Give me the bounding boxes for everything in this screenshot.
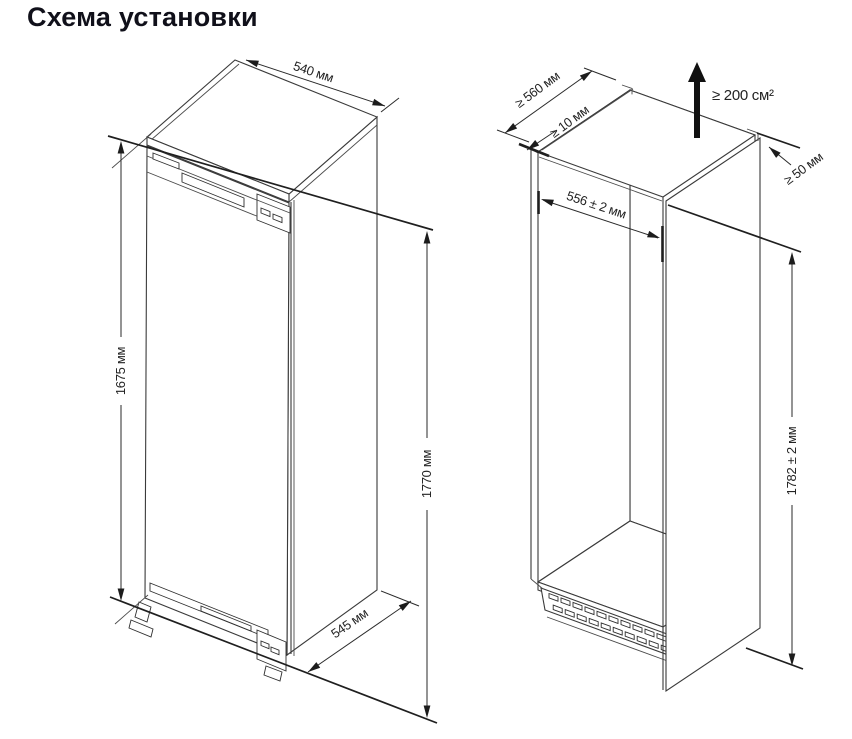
unit-side-face bbox=[286, 115, 378, 657]
grille-slot bbox=[572, 601, 583, 611]
grille-slot bbox=[600, 622, 611, 632]
bottom-hinge-detail bbox=[256, 629, 287, 682]
ventilation-arrow-icon bbox=[688, 62, 706, 138]
grille-slot bbox=[612, 626, 623, 636]
floor-reference-line bbox=[109, 596, 438, 724]
left-foot bbox=[128, 601, 154, 638]
dim-overall-height: 1770 мм bbox=[417, 231, 434, 718]
grille-slot bbox=[648, 640, 659, 650]
door-display-recess bbox=[181, 172, 245, 208]
dim-door-height: 1675 мм bbox=[111, 141, 128, 601]
door-top-vent bbox=[152, 152, 180, 170]
niche-right-panel bbox=[665, 136, 761, 693]
grille-slot bbox=[624, 631, 635, 641]
top-reference-line bbox=[107, 135, 434, 231]
rear-wall-reference-line bbox=[756, 132, 801, 149]
ventilation-grille bbox=[540, 587, 674, 664]
grille-slot bbox=[588, 617, 599, 627]
grille-slot bbox=[644, 628, 655, 638]
grille-slot bbox=[608, 615, 619, 625]
grille-slot bbox=[552, 604, 563, 614]
grille-slot bbox=[632, 624, 643, 633]
grille-slot bbox=[548, 592, 559, 602]
dim-rear-clearance: ≥ 50 мм bbox=[766, 144, 826, 188]
vent-area-label: ≥ 200 см² bbox=[712, 87, 774, 104]
grille-slot bbox=[560, 597, 571, 607]
page-title: Схема установки bbox=[27, 2, 258, 32]
unit-drawing: 540 мм 1675 мм 1770 мм bbox=[107, 56, 438, 724]
dim-door-height-label: 1675 мм bbox=[113, 346, 128, 395]
dim-inner-height: 1782 ± 2 мм bbox=[667, 204, 804, 670]
dim-rear-clearance-label: ≥ 50 мм bbox=[781, 149, 826, 188]
grille-slot bbox=[576, 613, 587, 623]
dim-overall-height-label: 1770 мм bbox=[419, 449, 434, 498]
unit-door-face bbox=[144, 145, 290, 656]
grille-slot bbox=[564, 608, 575, 618]
grille-slot bbox=[636, 635, 647, 645]
grille-slot bbox=[584, 606, 595, 616]
ventilation-airflow: ≥ 200 см² bbox=[688, 62, 774, 138]
dim-inner-height-label: 1782 ± 2 мм bbox=[784, 426, 799, 495]
dim-top-width-label: 540 мм bbox=[291, 58, 335, 85]
grille-slot bbox=[596, 610, 607, 620]
grille-slot bbox=[620, 619, 631, 629]
dim-niche-depth-label: ≥ 560 мм bbox=[512, 68, 563, 111]
niche-drawing: ≥ 200 см² ≥ 560 мм ≥ 10 мм bbox=[496, 62, 826, 693]
top-hinge-detail bbox=[256, 193, 291, 234]
